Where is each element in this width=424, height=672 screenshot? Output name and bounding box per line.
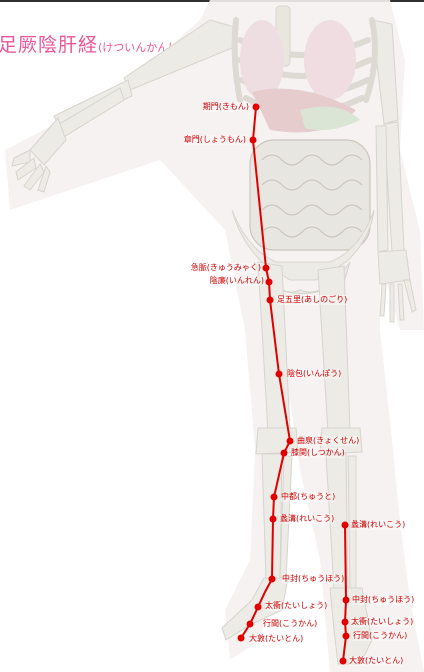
label-kimon: 期門(きもん) <box>203 102 249 112</box>
label-taiton-a: 大敦(たいとん) <box>249 634 303 644</box>
point-inpo <box>276 371 283 378</box>
label-kyokusen: 曲泉(きょくせん) <box>297 436 359 446</box>
point-reiko-a <box>270 516 277 523</box>
point-chuho-a <box>269 576 276 583</box>
point-kokan-a <box>247 621 254 628</box>
label-kokan-a: 行間(こうかん) <box>263 619 317 629</box>
point-inren <box>266 279 273 286</box>
label-reiko-a: 蠡溝(れいこう) <box>280 514 334 524</box>
label-inren: 陰廉(いんれん) <box>210 276 264 286</box>
label-taiton-b: 大敦(たいとん) <box>349 656 403 666</box>
point-taisho-b <box>342 619 349 626</box>
point-kyumyaku <box>263 265 270 272</box>
label-ashigori: 足五里(あしのごり) <box>277 295 347 305</box>
point-kokan-b <box>343 633 350 640</box>
label-kokan-b: 行間(こうかん) <box>353 631 407 641</box>
label-shitsukan: 膝関(しつかん) <box>291 448 345 458</box>
point-ashigori <box>267 297 274 304</box>
point-kimon <box>253 104 260 111</box>
point-kyokusen <box>287 438 294 445</box>
label-taisho-b: 太衝(たいしょう) <box>351 617 413 627</box>
label-chuho-a: 中封(ちゅうほう) <box>282 574 344 584</box>
point-taiton-b <box>340 658 347 665</box>
label-reiko-b: 蠡溝(れいこう) <box>351 520 405 530</box>
point-chuto <box>271 494 278 501</box>
point-shitsukan <box>281 450 288 457</box>
point-chuho-b <box>343 597 350 604</box>
label-shomon: 章門(しょうもん) <box>184 135 246 145</box>
point-taiton-a <box>238 635 245 642</box>
label-taisho-a: 太衝(たいしょう) <box>265 601 327 611</box>
label-chuto: 中都(ちゅうと) <box>281 492 335 502</box>
label-chuho-b: 中封(ちゅうほう) <box>352 595 414 605</box>
label-kyumyaku: 急脈(きゅうみゃく) <box>191 263 261 273</box>
point-shomon <box>250 137 257 144</box>
point-reiko-b <box>342 522 349 529</box>
intestines <box>250 140 370 250</box>
label-inpo: 陰包(いんぽう) <box>287 369 341 379</box>
point-taisho-a <box>255 604 262 611</box>
